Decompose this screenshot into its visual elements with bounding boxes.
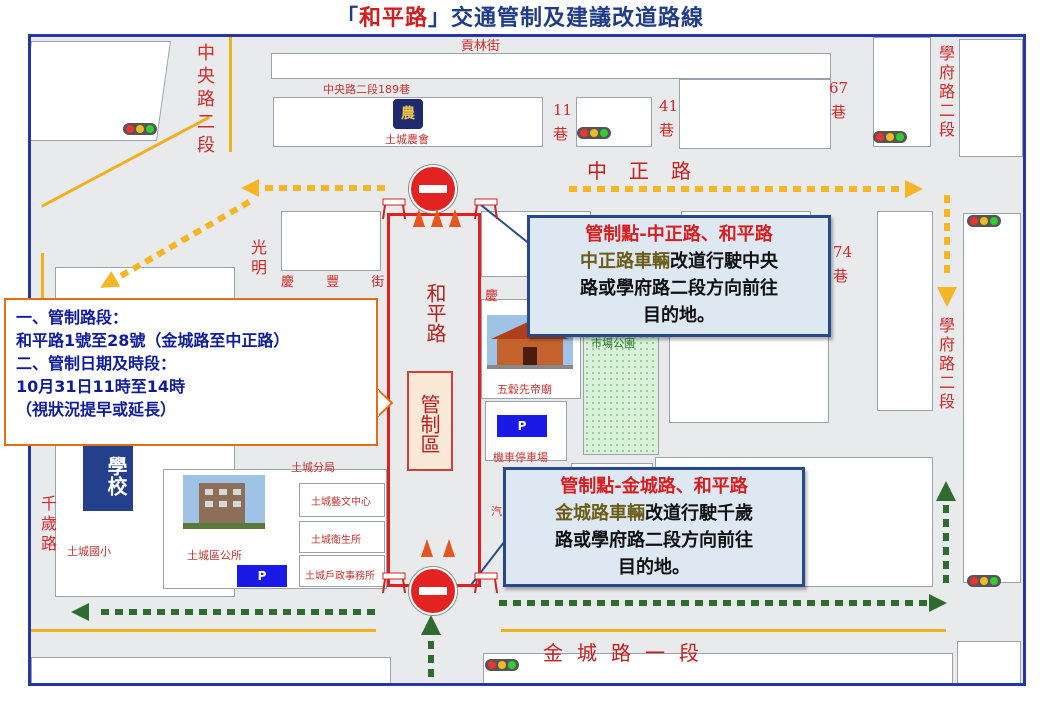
traffic-cones-north-icon <box>413 209 461 227</box>
lane-74-suffix: 巷 <box>833 267 849 285</box>
block-sw-bottom <box>31 657 391 683</box>
page-title: 「和平路」交通管制及建議改道路線 <box>335 5 705 31</box>
park-area <box>583 333 659 455</box>
block-gongling <box>271 53 831 79</box>
health-center-label: 土城衛生所 <box>311 535 361 546</box>
parking-district-icon: P <box>237 565 287 587</box>
traffic-light-icon <box>485 659 519 671</box>
block-arts <box>299 483 385 517</box>
heping-road-label: 和平路 <box>423 283 447 343</box>
road-xuefu-top: 學府路二段 <box>936 45 955 140</box>
district-office-photo-icon <box>183 475 265 529</box>
info-box-pointer <box>376 388 394 418</box>
block-health <box>299 521 385 553</box>
no-entry-north-icon <box>409 165 457 213</box>
lane-67-suffix: 巷 <box>831 103 847 121</box>
road-zhongyang-vertical: 中央路二段 <box>194 43 215 158</box>
arts-center-label: 土城藝文中心 <box>311 497 371 508</box>
traffic-cones-south-icon <box>421 539 455 557</box>
qi-label: 汽 <box>491 505 502 518</box>
block-xuefu-east <box>963 213 1021 583</box>
callout-north: 管制點-中正路、和平路 中正路車輛改道行駛中央 路或學府路二段方向前往 目的地。 <box>527 215 831 337</box>
block-ne-xuefu <box>959 39 1023 157</box>
moto-parking-label: 機車停車場 <box>493 451 548 464</box>
barricade-ne-icon <box>473 197 499 221</box>
block-se-bottom <box>483 653 953 683</box>
lane-11-suffix: 巷 <box>553 125 569 143</box>
temple-label: 五穀先帝廟 <box>497 383 552 396</box>
block-se-corner <box>957 641 1021 683</box>
lane-67: 67 <box>829 79 849 97</box>
household-office-label: 土城戶政事務所 <box>305 571 375 582</box>
barricade-nw-icon <box>381 197 407 221</box>
parking-moto-icon: P <box>497 415 547 437</box>
road-line-jincheng-west <box>31 629 376 632</box>
traffic-light-icon <box>967 575 1001 587</box>
farmers-assoc-logo-icon: 農 <box>393 99 423 129</box>
elementary-label: 土城國小 <box>67 545 111 558</box>
farmers-assoc-label: 土城農會 <box>385 133 429 146</box>
info-box: 一、管制路段： 和平路1號至28號（金城路至中正路） 二、管制日期及時段： 10… <box>4 298 378 446</box>
barricade-sw-icon <box>381 571 407 595</box>
lane-74: 74 <box>833 243 853 261</box>
road-zhongzheng: 中正路 <box>587 159 713 183</box>
road-line-zhongyang <box>229 37 232 152</box>
no-entry-south-icon <box>409 567 457 615</box>
block-lane41 <box>679 79 831 149</box>
block-nw-xuefu <box>873 37 931 147</box>
school-sign: 學校 <box>83 441 133 511</box>
traffic-light-icon <box>967 215 1001 227</box>
road-xuefu-mid: 學府路二段 <box>936 317 955 412</box>
control-zone-label: 管制區 <box>407 371 453 471</box>
road-zhongyang-189: 中央路二段189巷 <box>323 83 410 96</box>
traffic-light-icon <box>873 131 907 143</box>
traffic-light-icon <box>577 127 611 139</box>
traffic-map: 市場公園 <box>28 34 1026 686</box>
callout-south: 管制點-金城路、和平路 金城路車輛改道行駛千歲 路或學府路二段方向前往 目的地。 <box>503 467 805 587</box>
park-label: 市場公園 <box>591 337 635 350</box>
road-jincheng: 金城路一段 <box>543 641 713 665</box>
road-qiansui: 千歲路 <box>38 495 57 555</box>
road-qing-small: 慶 <box>485 289 499 304</box>
road-qingfeng: 慶 豐 街 <box>281 275 399 290</box>
lane-41: 41 <box>659 97 679 115</box>
block-east-1 <box>669 321 829 423</box>
district-office-label: 土城區公所 <box>187 549 242 562</box>
barricade-se-icon <box>473 571 499 595</box>
road-guangming: 光明 <box>248 239 267 279</box>
road-line-jincheng-east <box>501 629 946 632</box>
road-gongling: 貢林街 <box>461 39 501 54</box>
traffic-light-icon <box>123 123 157 135</box>
block-household <box>299 555 385 587</box>
police-label: 土城分局 <box>291 461 335 474</box>
lane-41-suffix: 巷 <box>659 121 675 139</box>
lane-11: 11 <box>553 101 573 119</box>
block-guangming <box>281 211 381 271</box>
block-xuefu-mid <box>877 211 933 411</box>
